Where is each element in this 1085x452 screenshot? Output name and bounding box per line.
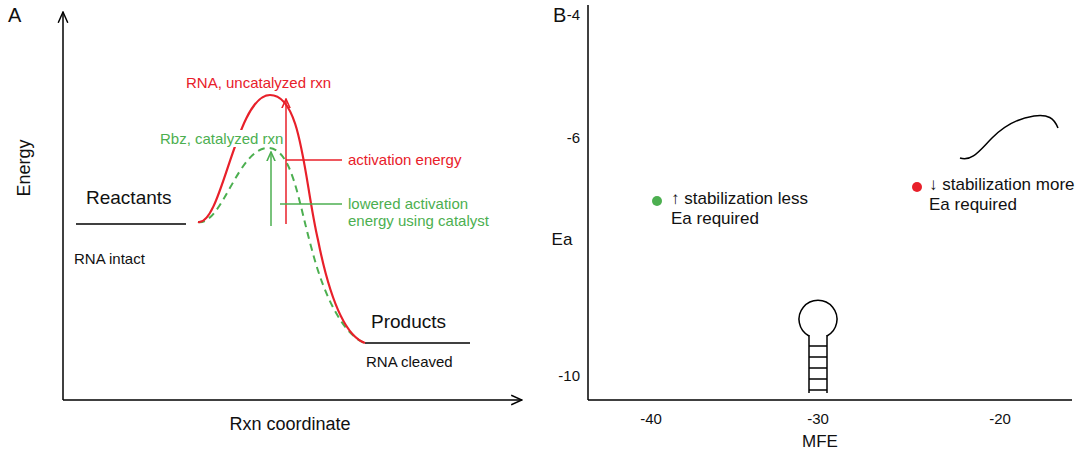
panel-letter: A <box>8 4 21 27</box>
data-point <box>912 182 922 192</box>
tick-label: -20 <box>989 410 1011 427</box>
leader-line <box>286 159 342 161</box>
y-axis <box>587 5 589 400</box>
hairpin-icon <box>799 300 837 393</box>
x-axis <box>63 399 522 401</box>
product-level <box>365 342 470 344</box>
curve-label: Rbz, catalyzed rxn <box>158 130 285 147</box>
lowered-activation-arrow <box>270 152 272 226</box>
state-label: Products <box>371 311 446 333</box>
tick-label: -6 <box>567 129 580 146</box>
tick-label: -10 <box>558 367 580 384</box>
point-annotation: ↓ stabilization more Ea required <box>927 175 1081 214</box>
state-note: RNA intact <box>74 250 145 267</box>
unfolded-rna-icon <box>960 116 1058 159</box>
axis-title: Ea <box>552 230 573 250</box>
activation-arrow <box>285 99 287 224</box>
curve-label: RNA, uncatalyzed rxn <box>184 74 333 91</box>
state-label: Reactants <box>86 187 172 209</box>
state-note: RNA cleaved <box>366 353 453 370</box>
axis-title: Rxn coordinate <box>229 414 350 435</box>
callout-label: activation energy <box>348 151 461 168</box>
axis-title: MFE <box>802 432 838 452</box>
tick-label: -4 <box>567 6 580 23</box>
point-annotation: ↑ stabilization less Ea required <box>669 189 818 228</box>
panel-letter: B <box>553 4 566 27</box>
tick-label: -40 <box>640 410 662 427</box>
axis-title: Energy <box>14 139 35 196</box>
tick-label: -30 <box>807 410 829 427</box>
reactant-level <box>76 223 186 225</box>
y-axis <box>62 12 64 400</box>
data-point <box>652 196 662 206</box>
callout-label: lowered activation energy using catalyst <box>348 195 513 230</box>
x-axis <box>588 399 1072 401</box>
leader-line <box>280 203 342 205</box>
